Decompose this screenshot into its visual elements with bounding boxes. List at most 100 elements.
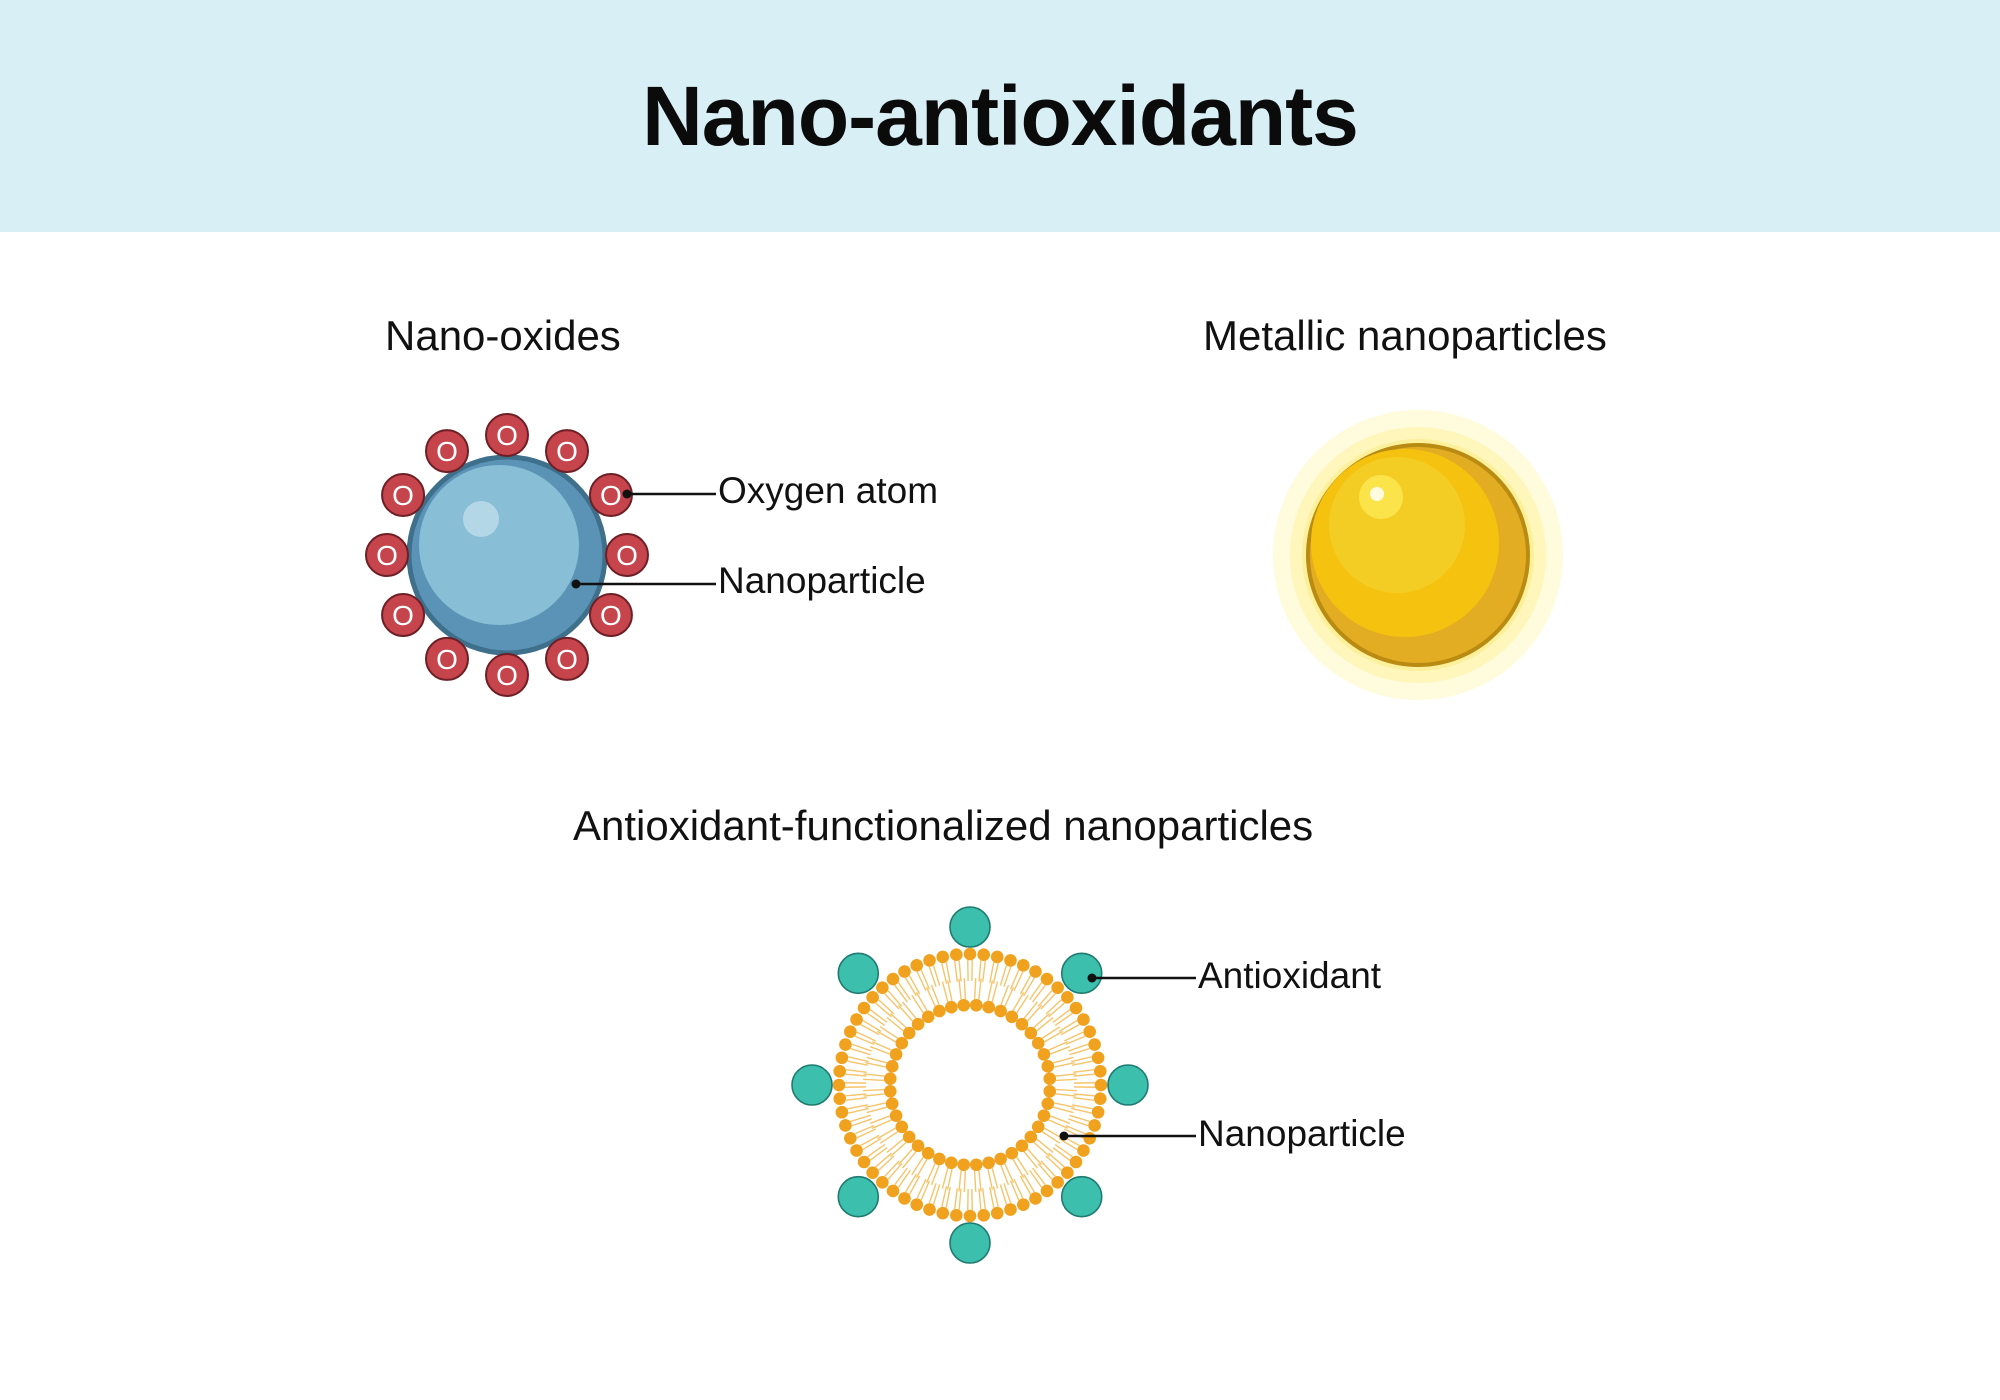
lipid-head <box>1004 954 1017 967</box>
lipid-tail <box>1058 1019 1078 1032</box>
lipid-tail <box>999 1184 1008 1205</box>
lipid-tail <box>1032 984 1046 1003</box>
pointer-dot-oxygen <box>622 489 632 499</box>
header-banner <box>0 0 2000 232</box>
lipid-tail <box>1000 984 1010 1006</box>
section-title-metallic: Metallic nanoparticles <box>1203 312 1607 359</box>
lipid-tail <box>862 1138 882 1151</box>
lipid-tail <box>1037 990 1053 1007</box>
lipid-head <box>1024 1130 1038 1144</box>
lipid-head <box>898 1192 911 1205</box>
lipid-tail <box>1026 1004 1043 1022</box>
lipid-tail <box>877 1030 896 1043</box>
lipid-head <box>1031 1036 1045 1050</box>
lipid-head <box>933 1152 946 1166</box>
lipid-head <box>1037 1048 1051 1061</box>
lipid-head <box>1029 1192 1042 1205</box>
nano-oxide-particle <box>406 454 608 656</box>
lipid-head <box>969 998 983 1012</box>
lipid-tail <box>889 1012 907 1029</box>
lipid-tail <box>902 1001 917 1019</box>
lipid-head <box>898 965 911 978</box>
lipid-head <box>911 1017 925 1031</box>
lipid-head <box>921 1146 935 1160</box>
lipid-tail <box>886 1017 904 1032</box>
lipid-tail <box>1004 986 1015 1007</box>
lipid-tail <box>920 969 931 990</box>
lipid-tail <box>946 980 953 1002</box>
lipid-head <box>1015 1017 1029 1031</box>
lipid-tail <box>1029 982 1043 1001</box>
lipid-tail <box>1032 1167 1046 1186</box>
lipid-tail <box>863 1088 885 1092</box>
lipid-tail <box>884 993 900 1010</box>
lipid-tail <box>862 1019 882 1032</box>
oxygen-atom <box>381 473 426 517</box>
lipid-tail <box>865 1102 887 1109</box>
lipid-tail <box>978 960 982 982</box>
lipid-tail <box>847 1060 869 1066</box>
lipid-head <box>969 1158 983 1172</box>
lipid-tail <box>1023 1173 1036 1193</box>
lipid-head <box>933 1004 946 1018</box>
lipid-tail <box>1049 1115 1071 1125</box>
lipid-tail <box>954 1188 958 1210</box>
lipid-tail <box>1071 1104 1093 1110</box>
lipid-tail <box>875 1152 892 1168</box>
oxygen-atom-symbol: O <box>496 420 518 451</box>
lipid-tail <box>1037 1163 1053 1180</box>
lipid-tail <box>1071 1060 1093 1066</box>
metallic-nanoparticle <box>1273 410 1563 700</box>
pointer-dot-liposome <box>1059 1131 1069 1141</box>
lipid-head <box>977 948 990 962</box>
lipid-tail <box>878 999 895 1015</box>
lipid-tail <box>992 963 999 984</box>
lipid-head <box>945 1000 958 1014</box>
lipid-head <box>839 1038 852 1051</box>
lipid-tail <box>887 990 903 1007</box>
lipid-head <box>1040 972 1054 986</box>
lipid-tail <box>865 1061 887 1068</box>
lipid-tail <box>930 1164 940 1186</box>
lipid-tail <box>867 1144 886 1158</box>
lipid-tail <box>897 1169 911 1188</box>
lipid-tail <box>941 1186 948 1207</box>
lipid-head <box>883 1072 897 1086</box>
lipid-tail <box>1073 1073 1095 1077</box>
lipid-tail <box>1055 1093 1077 1097</box>
lipid-tail <box>1069 1047 1090 1056</box>
oxide-core <box>419 465 579 625</box>
lipid-tail <box>1055 1088 1077 1092</box>
lipid-tail <box>904 977 917 997</box>
lipid-head <box>1037 1109 1051 1122</box>
lipid-tail <box>989 962 995 984</box>
lipid-tail <box>1048 1040 1069 1051</box>
lipid-tail <box>992 1186 999 1207</box>
oxygen-atom <box>485 653 529 697</box>
lipid-tail <box>1054 1144 1073 1158</box>
lipid-tail <box>851 1043 872 1052</box>
lipid-tail <box>991 1167 999 1189</box>
lipid-tail <box>1019 975 1032 995</box>
lipid-head <box>1069 1155 1083 1169</box>
oxygen-atom <box>425 429 469 474</box>
oxygen-atom <box>365 533 409 577</box>
lipid-head <box>876 1176 889 1189</box>
lipid-head <box>1043 1072 1057 1086</box>
lipid-tail <box>916 1178 927 1199</box>
lipid-tail <box>1012 1159 1025 1178</box>
lipid-head <box>866 991 879 1004</box>
lipid-tail <box>1019 1175 1032 1195</box>
lipid-tail <box>1073 1097 1095 1101</box>
lipid-tail <box>911 994 924 1014</box>
lipid-tail <box>1068 1118 1089 1127</box>
lipid-tail <box>871 1040 892 1051</box>
lipid-head <box>833 1092 847 1105</box>
lipid-tail <box>1044 1127 1063 1140</box>
lipid-head <box>957 1158 971 1172</box>
lipid-tail <box>1036 1138 1054 1153</box>
lipid-tail <box>999 965 1008 986</box>
lipid-head <box>1088 1119 1101 1132</box>
lipid-tail <box>848 1056 869 1063</box>
lipid-tail <box>1054 1012 1073 1026</box>
